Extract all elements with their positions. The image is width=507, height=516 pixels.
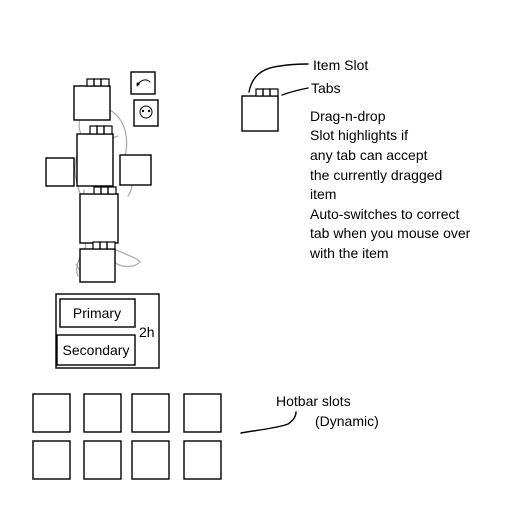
description-line: any tab can accept	[310, 147, 428, 163]
legend-description: Drag-n-drop Slot highlights if any tab c…	[309, 108, 471, 261]
right-hand-slot[interactable]	[119, 154, 152, 186]
item-slot-label: Item Slot	[313, 57, 368, 73]
description-line: the currently dragged	[310, 167, 442, 183]
secondary-slot[interactable]	[56, 334, 136, 366]
hotbar-slot[interactable]	[131, 393, 170, 433]
description-line: item	[310, 186, 336, 202]
legend-item-slot	[241, 88, 279, 132]
tabs-label: Tabs	[311, 80, 341, 96]
hotbar-slot[interactable]	[83, 440, 122, 480]
tabs-pointer	[281, 87, 309, 96]
hotbar-slot[interactable]	[131, 440, 170, 480]
primary-slot[interactable]	[59, 298, 136, 328]
small-slot-top[interactable]	[130, 71, 156, 95]
description-line: with the item	[309, 245, 389, 261]
hotbar-sublabel: (Dynamic)	[315, 413, 379, 429]
chest-slot[interactable]	[76, 125, 114, 187]
hotbar-slot[interactable]	[83, 393, 122, 433]
feet-slot[interactable]	[79, 241, 116, 283]
hotbar-label: Hotbar slots	[276, 393, 351, 409]
weapons-panel: Primary Secondary 2h	[55, 293, 160, 369]
description-line: Auto-switches to correct	[310, 206, 459, 222]
hotbar	[32, 393, 222, 480]
hotbar-slot[interactable]	[32, 440, 71, 480]
item-slot-pointer	[248, 63, 309, 93]
description-line: tab when you mouse over	[310, 225, 471, 241]
small-slot-face[interactable]	[133, 99, 159, 127]
primary-label: Primary	[73, 305, 121, 321]
hotbar-slot[interactable]	[183, 440, 222, 480]
hotbar-pointer	[240, 411, 297, 434]
legs-slot[interactable]	[79, 186, 119, 244]
twohand-label: 2h	[139, 324, 155, 340]
description-line: Drag-n-drop	[310, 108, 386, 124]
secondary-label: Secondary	[63, 342, 130, 358]
head-slot[interactable]	[73, 78, 111, 121]
hotbar-slot[interactable]	[32, 393, 71, 433]
hotbar-slot[interactable]	[183, 393, 222, 433]
description-line: Slot highlights if	[310, 127, 408, 143]
left-hand-slot[interactable]	[45, 157, 75, 187]
